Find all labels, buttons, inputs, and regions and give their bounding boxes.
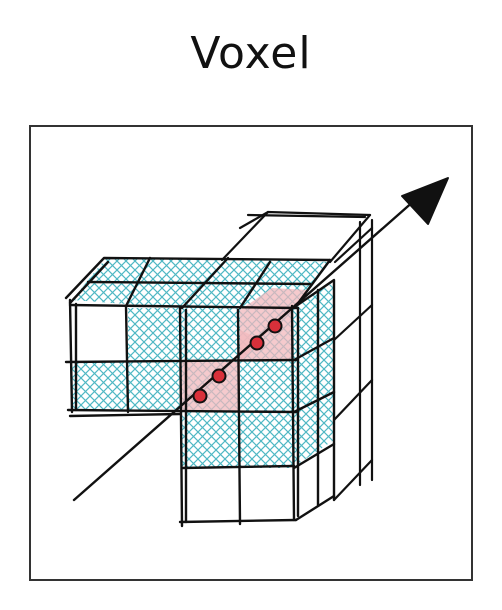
empty-voxel <box>72 308 128 362</box>
page-title: Voxel <box>190 28 312 79</box>
arrow-head <box>401 177 449 225</box>
arrow-icon <box>72 177 449 502</box>
ray-line <box>72 198 417 502</box>
sample-point-2 <box>211 368 227 384</box>
sample-point-1 <box>192 388 208 404</box>
sample-point-4 <box>267 318 283 334</box>
side-face-right <box>292 282 334 468</box>
back-voxel-outline <box>220 210 374 502</box>
sample-point-3 <box>249 335 265 351</box>
voxel-cube-icon <box>64 256 336 528</box>
diagram-frame <box>29 125 473 581</box>
sample-point-icon <box>192 318 283 404</box>
front-face-lower <box>182 412 292 468</box>
